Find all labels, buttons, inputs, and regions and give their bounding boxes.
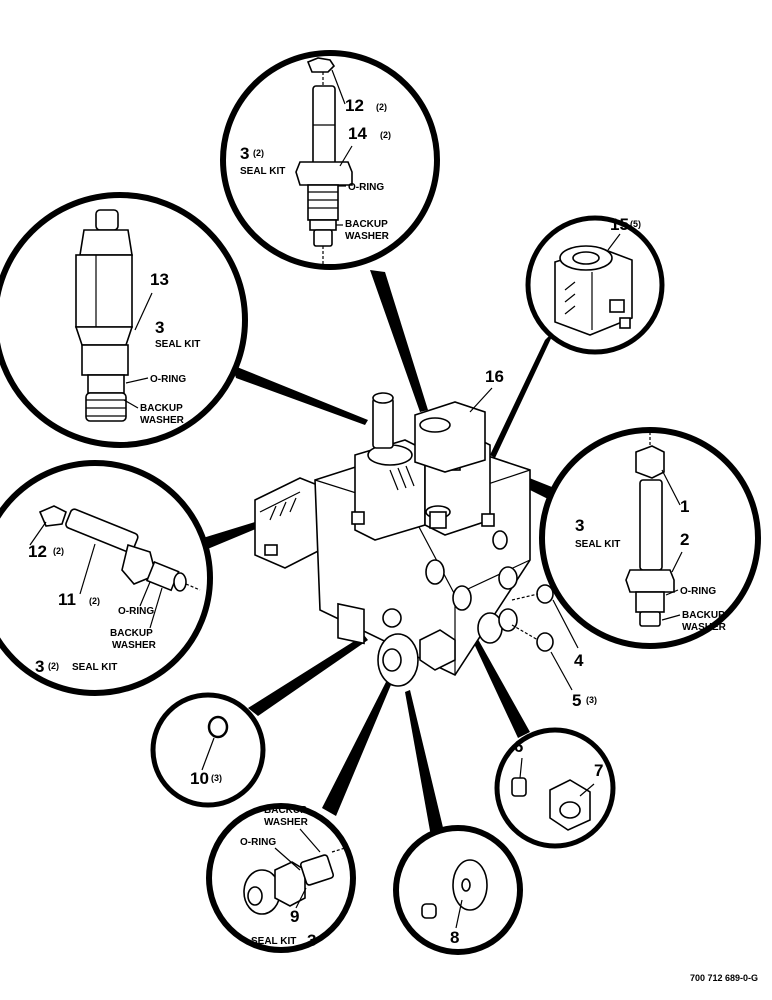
label-5: 5 (572, 691, 581, 710)
label-washer-left-upper: WASHER (140, 415, 185, 426)
label-o-ring-bottom-left: O-RING (240, 837, 276, 848)
label-washer-right: WASHER (682, 622, 727, 633)
label-4: 4 (574, 651, 584, 670)
label-3-bottom-left: 3 (307, 931, 316, 950)
block-labels: 16 4 5 (3) (469, 367, 597, 710)
label-3-right: 3 (575, 516, 584, 535)
label-backup-right: BACKUP (682, 610, 725, 621)
label-6: 6 (514, 737, 523, 756)
label-16: 16 (485, 367, 504, 386)
label-12-left-qty: (2) (53, 546, 64, 556)
label-3-top-qty: (2) (253, 148, 264, 158)
callout-left-mid: 12 (2) 11 (2) O-RING BACKUP WASHER 3 (2)… (0, 460, 213, 696)
callout-ring10: 10 (3) (150, 692, 266, 808)
label-washer-left-mid: WASHER (112, 640, 157, 651)
label-o-ring-left-mid: O-RING (118, 606, 154, 617)
label-o-ring-right: O-RING (680, 586, 716, 597)
label-backup-top: BACKUP (345, 219, 388, 230)
label-washer-top: WASHER (345, 231, 390, 242)
label-8: 8 (450, 928, 459, 947)
label-7: 7 (594, 761, 603, 780)
label-3-left-upper: 3 (155, 318, 164, 337)
label-15: 15 (610, 215, 629, 234)
label-14: 14 (348, 124, 367, 143)
callout-bottom-right: 8 (393, 825, 523, 955)
callout-right: 1 2 3 SEAL KIT O-RING BACKUP WASHER (539, 427, 761, 649)
callout-plug: 6 7 (494, 727, 616, 849)
label-backup-bottom-left: BACKUP (264, 805, 307, 816)
label-o-ring-top: O-RING (348, 182, 384, 193)
label-seal-kit-left-mid: SEAL KIT (72, 662, 117, 673)
label-2: 2 (680, 530, 689, 549)
label-11: 11 (58, 590, 76, 609)
label-15-qty: (5) (630, 219, 641, 229)
label-1: 1 (680, 497, 689, 516)
label-5-qty: (3) (586, 695, 597, 705)
label-10-qty: (3) (211, 773, 222, 783)
callout-top: 12 (2) 14 (2) 3 (2) SEAL KIT O-RING BACK… (220, 50, 440, 270)
callout-bottom-left: BACKUP WASHER O-RING 9 SEAL KIT 3 (206, 803, 356, 953)
label-3-left-mid: 3 (35, 657, 44, 676)
valve-manifold-block (254, 392, 554, 687)
label-11-qty: (2) (89, 596, 100, 606)
label-3-left-mid-qty: (2) (48, 661, 59, 671)
label-washer-bottom-left: WASHER (264, 817, 309, 828)
label-13: 13 (150, 270, 169, 289)
label-seal-kit-top: SEAL KIT (240, 166, 285, 177)
callout-coil: 15 (5) (525, 215, 665, 355)
label-12: 12 (345, 96, 364, 115)
label-backup-left-upper: BACKUP (140, 403, 183, 414)
label-12-left: 12 (28, 542, 47, 561)
label-10: 10 (190, 769, 209, 788)
label-backup-left-mid: BACKUP (110, 628, 153, 639)
label-o-ring-left-upper: O-RING (150, 374, 186, 385)
label-9: 9 (290, 907, 299, 926)
label-12-qty: (2) (376, 102, 387, 112)
callout-connectors (180, 270, 572, 842)
label-14-qty: (2) (380, 130, 391, 140)
label-seal-kit-left-upper: SEAL KIT (155, 339, 200, 350)
callout-left-upper: 13 3 SEAL KIT O-RING BACKUP WASHER (0, 192, 248, 448)
label-3-top: 3 (240, 144, 249, 163)
document-reference: 700 712 689-0-G (690, 973, 758, 983)
label-seal-kit-bottom-left: SEAL KIT (251, 936, 296, 947)
label-seal-kit-right: SEAL KIT (575, 539, 620, 550)
